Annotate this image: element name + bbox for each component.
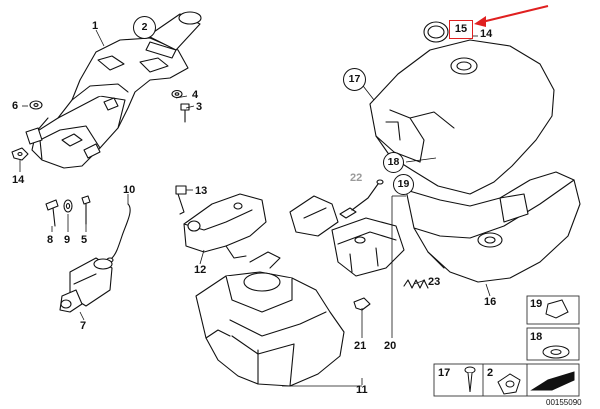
screw-part-13	[175, 185, 187, 215]
screw-washer-set	[45, 195, 91, 227]
label-12: 12	[194, 264, 207, 276]
label-8: 8	[47, 234, 54, 246]
lower-trim-cover-part	[405, 171, 581, 283]
label-20: 20	[384, 340, 397, 352]
label-22: 22	[350, 172, 363, 184]
label-16: 16	[484, 296, 497, 308]
label-18-circled: 18	[383, 152, 404, 173]
upper-trim-cover-part	[369, 39, 555, 195]
label-15-highlighted: 15	[449, 20, 473, 39]
clip-part-left	[11, 147, 29, 161]
clip-part-21	[353, 297, 371, 311]
label-13: 13	[195, 185, 208, 197]
legend-label-18: 18	[530, 331, 543, 343]
label-10: 10	[123, 184, 136, 196]
document-number: 00155090	[546, 398, 582, 407]
column-housing-part	[195, 251, 345, 387]
legend-label-17: 17	[438, 367, 451, 379]
sensor-part-22	[339, 179, 384, 219]
cable-part	[106, 203, 131, 263]
nut-and-screw-part	[171, 89, 190, 123]
red-pointer-arrow	[474, 5, 549, 27]
label-5: 5	[81, 234, 88, 246]
label-21: 21	[354, 340, 367, 352]
label-2-circled: 2	[133, 16, 156, 39]
label-1: 1	[92, 20, 99, 32]
steering-shaft-tube-part	[145, 11, 202, 59]
label-7: 7	[80, 320, 87, 332]
label-23: 23	[428, 276, 441, 288]
label-3: 3	[196, 101, 203, 113]
label-4: 4	[192, 89, 199, 101]
legend-label-2: 2	[487, 367, 494, 379]
label-9: 9	[64, 234, 71, 246]
steering-column-bracket-part	[25, 37, 189, 169]
spring-part-23	[403, 279, 429, 289]
ignition-bracket-part	[289, 195, 405, 277]
label-14-left: 14	[12, 174, 25, 186]
cap-part-15	[423, 21, 449, 43]
label-11: 11	[356, 384, 368, 396]
legend-label-19: 19	[530, 298, 543, 310]
electric-motor-part	[59, 257, 113, 313]
label-6: 6	[12, 100, 19, 112]
label-14-right: 14	[480, 28, 493, 40]
bracket-plate-part	[183, 193, 267, 259]
leader-lines	[19, 29, 491, 387]
label-19-circled: 19	[393, 174, 414, 195]
legend-icons	[464, 299, 575, 395]
label-17-circled: 17	[343, 68, 366, 91]
washer-part	[29, 100, 43, 110]
